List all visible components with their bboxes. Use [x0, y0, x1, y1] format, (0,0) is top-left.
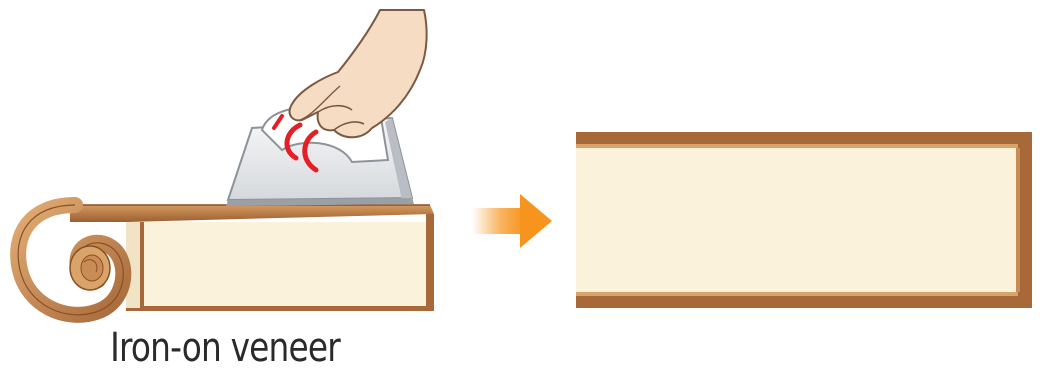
board-icon: [126, 214, 434, 311]
finished-board-icon: [576, 132, 1032, 308]
caption-label: Iron-on veneer: [90, 325, 361, 371]
arrow-right-icon: [472, 194, 552, 248]
